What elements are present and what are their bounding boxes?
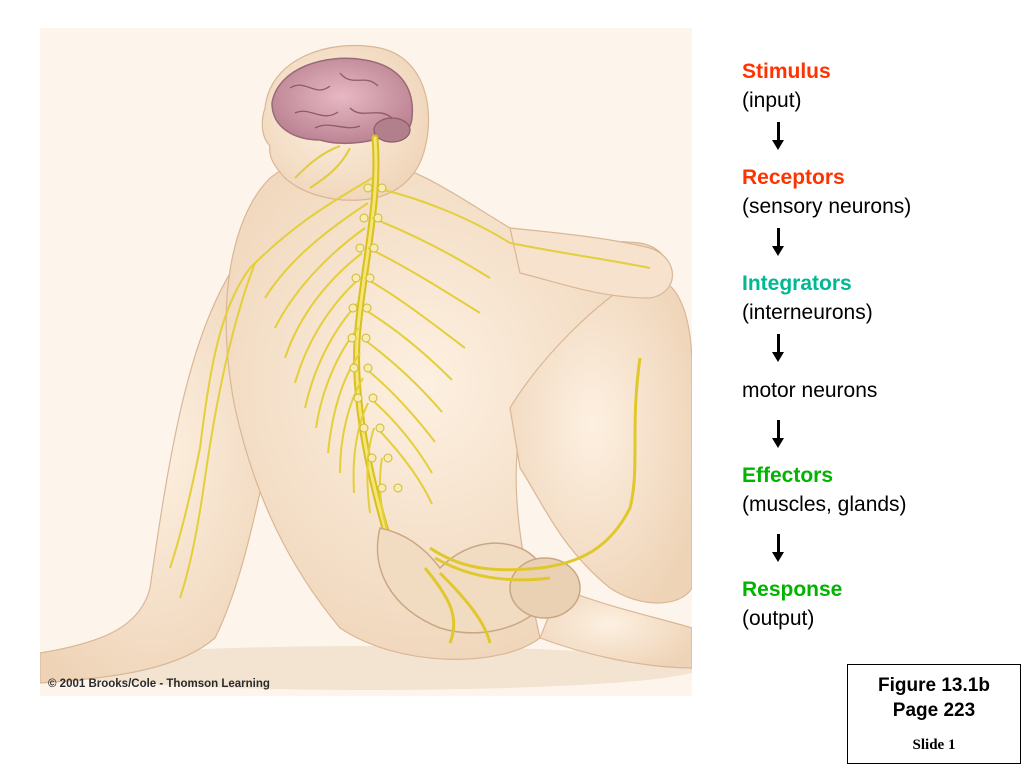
step-subtitle: (muscles, glands) [742,493,907,516]
cranial-nerves [294,145,351,189]
spinal-ganglia [347,183,403,493]
cerebellum [373,117,411,143]
floor-shadow [40,646,692,690]
page-number: Page 223 [892,700,976,721]
step-title: Receptors [742,166,845,189]
anatomy-drawing [40,44,692,690]
nervous-system-flow: Stimulus (input) Receptors (sensory neur… [742,58,1012,634]
forearm-nerve [509,242,651,269]
down-arrow-icon [764,334,794,364]
down-arrow-icon [764,228,794,258]
step-subtitle: (output) [742,607,815,630]
figure-reference-box: Figure 13.1b Page 223 Slide 1 [847,664,1021,764]
flow-step-effectors: Effectors (muscles, glands) [742,462,1012,520]
figure-number: Figure 13.1b [878,675,990,696]
down-arrow-icon [764,122,794,152]
arm-nerve [179,262,256,599]
flow-step-integrators: Integrators (interneurons) [742,270,1012,328]
brain-folds [289,72,393,129]
slide-number: Slide 1 [912,737,956,753]
hip-joint [509,557,581,619]
step-title: Stimulus [742,60,831,83]
nervous-system-illustration: © 2001 Brooks/Cole - Thomson Learning [40,28,692,696]
step-title: motor neurons [742,379,878,402]
step-subtitle: (input) [742,89,802,112]
spinal-nerves-right [361,187,511,505]
step-title: Response [742,578,843,601]
left-arm [40,256,291,684]
down-arrow-icon [764,534,794,564]
lower-leg [539,587,692,669]
flow-step-receptors: Receptors (sensory neurons) [742,164,1012,222]
step-subtitle: (interneurons) [742,301,873,324]
down-arrow-icon [764,420,794,450]
step-title: Integrators [742,272,852,295]
copyright-text: © 2001 Brooks/Cole - Thomson Learning [48,678,270,690]
flow-step-motor-neurons: motor neurons [742,376,1012,406]
flow-step-stimulus: Stimulus (input) [742,58,1012,116]
sciatic-nerves [423,357,642,644]
step-subtitle: (sensory neurons) [742,195,912,218]
step-title: Effectors [742,464,834,487]
flow-step-response: Response (output) [742,576,1012,634]
right-forearm [509,227,674,299]
